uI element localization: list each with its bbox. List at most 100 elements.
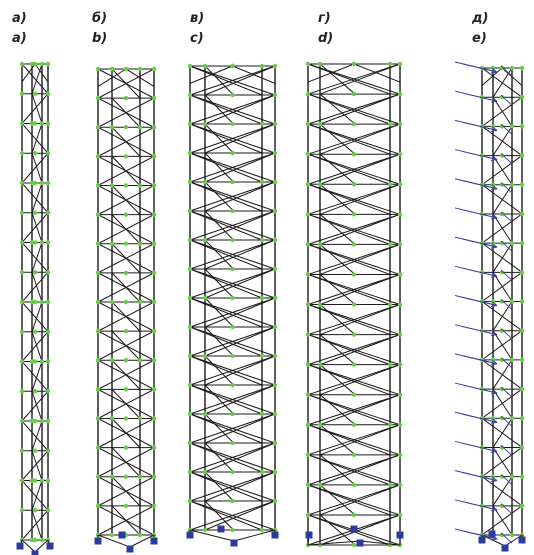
- tower-d-cross-e-5: [319, 213, 356, 245]
- tower-d-node: [351, 332, 357, 337]
- tower-a-node: [39, 478, 45, 483]
- tower-a-node: [19, 240, 25, 245]
- tower-b-node: [95, 270, 101, 276]
- tower-c-node: [272, 208, 278, 214]
- tower-e-node: [499, 328, 505, 333]
- tower-d-cross-d-15: [319, 514, 401, 546]
- tower-a-diag-back-1: [31, 93, 43, 124]
- tower-c-node: [272, 382, 278, 388]
- tower-e-node: [509, 299, 515, 304]
- tower-b-support: [126, 545, 134, 553]
- tower-a-node: [19, 389, 25, 394]
- tower-d-cross-e-14: [319, 484, 356, 516]
- tower-d-cross-b-4: [307, 183, 401, 215]
- tower-e-node: [499, 182, 505, 187]
- tower-c-node: [230, 63, 235, 69]
- tower-d-support: [356, 539, 364, 547]
- tower-c-node: [259, 179, 265, 185]
- tower-e-load-arrow: [462, 92, 498, 102]
- tower-c-cross-d-13: [204, 442, 276, 473]
- tower-e-load-arrow-head: [491, 417, 498, 423]
- tower-c-cross-b-4: [189, 181, 276, 212]
- tower-c-support: [217, 525, 225, 533]
- tower-a-node: [19, 508, 25, 513]
- tower-a-node: [32, 180, 38, 186]
- tower-c-cross-b-15: [189, 500, 276, 531]
- tower-d-cross-c-8: [307, 304, 391, 336]
- tower-c-node: [272, 353, 278, 359]
- tower-a-diag-back-14: [31, 480, 43, 511]
- tower-c-cross-b-11: [189, 384, 276, 415]
- tower-a-diag-9: [21, 331, 49, 362]
- tower-b-cross-back-a-6: [111, 243, 141, 274]
- tower-b-cross-back-a-8: [111, 301, 141, 332]
- tower-c-cross-e-2: [204, 123, 234, 154]
- tower-d-cross-e-11: [319, 394, 356, 426]
- tower-a-node: [19, 180, 25, 186]
- tower-a-diag-back-3: [31, 153, 43, 184]
- tower-e-node: [499, 94, 505, 100]
- tower-c-node: [272, 92, 278, 98]
- tower-a-node: [32, 537, 38, 543]
- tower-e-load-arrow-head: [490, 538, 498, 541]
- tower-b-support: [94, 537, 102, 545]
- tower-d-node: [305, 302, 311, 307]
- tower-a-node: [45, 61, 51, 67]
- tower-a-node: [19, 270, 25, 275]
- tower-a-node: [32, 478, 38, 483]
- tower-c-node: [202, 527, 208, 533]
- tower-a-node: [45, 270, 51, 275]
- tower-e-load-arrow: [500, 503, 513, 515]
- tower-a-node: [45, 329, 51, 334]
- tower-c-cross-d-4: [204, 181, 276, 212]
- tower-e-load-arrow: [500, 94, 513, 106]
- tower-d-cross-b-0: [307, 63, 401, 95]
- tower-b-cross-back-a-9: [111, 330, 141, 361]
- tower-c-node: [272, 179, 278, 185]
- tower-e-load-arrow-head: [490, 217, 498, 220]
- tower-c-node: [272, 237, 278, 243]
- tower-e-label-latin: e): [472, 31, 487, 46]
- tower-d-node: [317, 482, 323, 488]
- tower-b-node: [151, 328, 157, 334]
- tower-a-node: [32, 270, 38, 275]
- tower-e-load-arrow: [500, 211, 513, 223]
- tower-d-cross-c-3: [307, 153, 391, 185]
- tower-d-node: [305, 242, 311, 247]
- tower-e-diag-back-3: [492, 155, 513, 186]
- tower-a-node: [45, 121, 51, 126]
- tower-c-cross-d-12: [204, 413, 276, 444]
- tower-e-diag-back-11: [492, 388, 513, 419]
- tower-d-cross-d-4: [319, 183, 401, 215]
- tower-d-cross-d-13: [319, 454, 401, 486]
- tower-c-node: [272, 266, 278, 272]
- tower-a-diag-back-0: [31, 63, 43, 94]
- tower-e-load-arrow: [500, 65, 513, 77]
- tower-b-cross-back-a-3: [111, 156, 141, 186]
- tower-b-node: [95, 387, 101, 392]
- tower-e-load-arrow-head: [490, 363, 498, 366]
- tower-d-label-cyrillic: г): [318, 11, 331, 26]
- tower-d-node: [387, 121, 393, 127]
- tower-e-node: [519, 299, 525, 304]
- tower-c-node: [230, 324, 235, 330]
- tower-c-cross-e-10: [204, 355, 234, 386]
- tower-e-load-arrow-head: [491, 67, 498, 73]
- tower-a-node: [32, 151, 38, 156]
- tower-a-node: [45, 151, 51, 156]
- tower-e-load-arrow-head: [490, 159, 498, 162]
- tower-d-node: [387, 422, 393, 427]
- tower-d-node: [397, 512, 403, 518]
- tower-d-node: [305, 362, 311, 367]
- tower-e-node: [519, 124, 525, 129]
- tower-c-support: [230, 539, 238, 547]
- tower-e-node: [509, 416, 515, 421]
- tower-c-cross-c-0: [189, 65, 263, 96]
- tower-e-load-arrow: [462, 180, 498, 190]
- tower-c-base-leg-mid2: [233, 529, 276, 542]
- tower-e-node: [509, 474, 515, 479]
- tower-e-load-arrow: [500, 240, 513, 252]
- tower-b-cap-right: [125, 68, 155, 87]
- tower-d-cross-d-7: [319, 273, 401, 305]
- tower-d-node: [397, 362, 403, 367]
